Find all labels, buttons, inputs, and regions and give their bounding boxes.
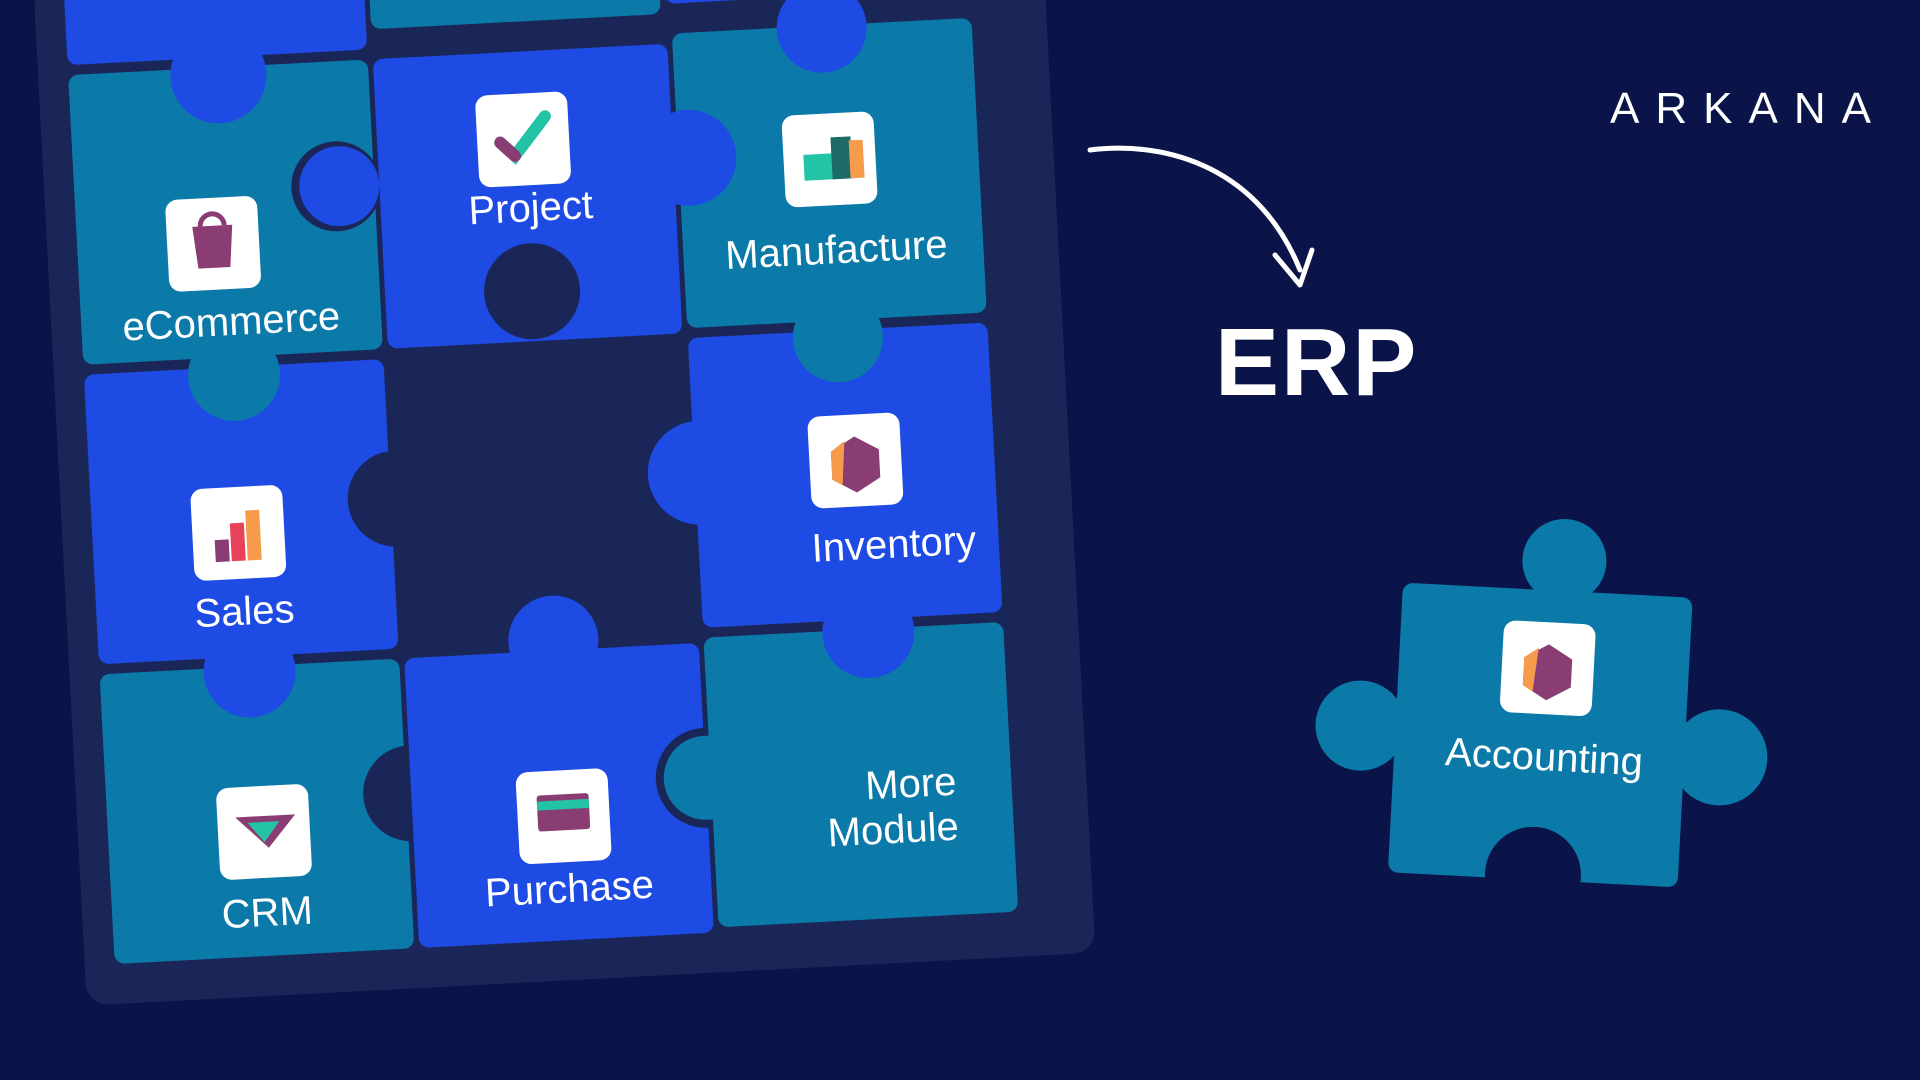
cube-icon — [1500, 620, 1596, 717]
puzzle-piece-project — [299, 44, 682, 349]
module-label-crm: CRM — [221, 889, 314, 938]
headline-erp: ERP — [1215, 309, 1418, 416]
factory-icon — [781, 111, 878, 208]
puzzle-piece-more-module — [663, 586, 1018, 927]
module-label-more: More — [864, 760, 957, 809]
shopping-bag-icon — [165, 196, 261, 292]
handshake-icon — [216, 784, 312, 880]
brand-logo: ARKANA — [1610, 84, 1887, 133]
puzzle-board: eCommerce Project Manufacture Sales Inve… — [34, 0, 1095, 1005]
cube-icon — [807, 412, 904, 509]
curved-arrow-icon — [1087, 145, 1315, 288]
module-label-accounting: Accounting — [1444, 730, 1644, 784]
checkmark-icon — [475, 91, 571, 188]
module-label-module: Module — [827, 805, 960, 856]
bar-chart-icon — [190, 485, 287, 581]
module-label-purchase: Purchase — [484, 863, 655, 916]
puzzle-piece-accounting: Accounting — [1315, 519, 1768, 923]
puzzle-piece-sales — [84, 328, 444, 664]
module-label-project: Project — [467, 183, 594, 233]
module-label-inventory: Inventory — [811, 518, 978, 571]
module-label-sales: Sales — [193, 587, 295, 636]
credit-card-icon — [515, 768, 612, 865]
